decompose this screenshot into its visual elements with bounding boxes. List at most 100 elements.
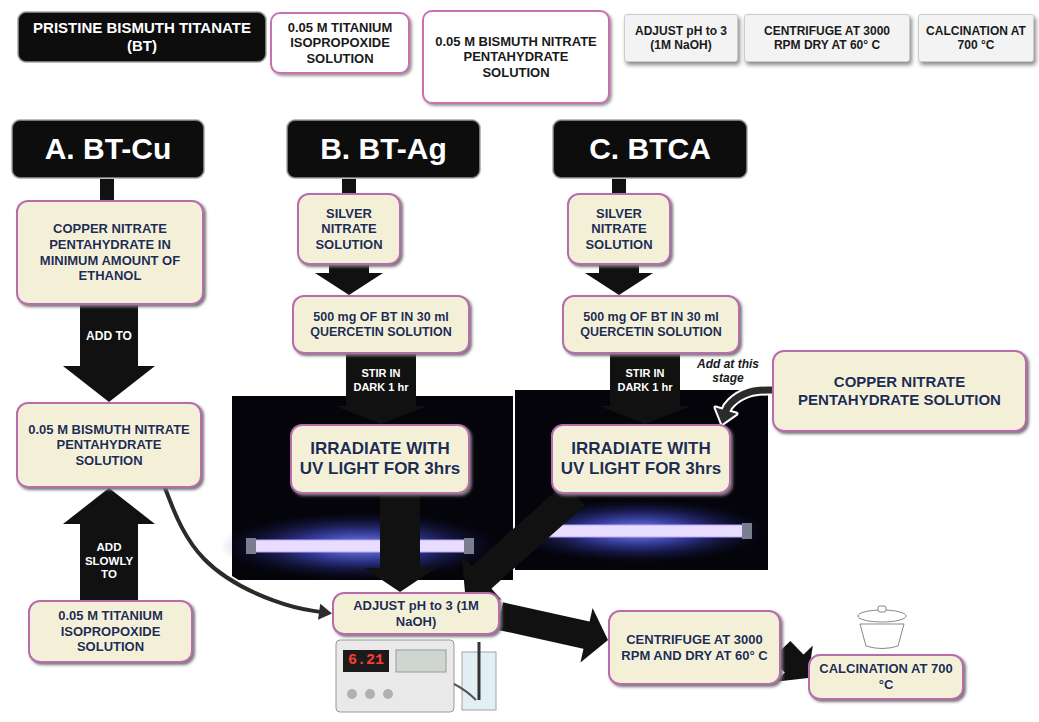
arrowhead-halo [318,604,332,620]
arrowhead [315,273,383,295]
connector [349,178,350,193]
edge-label: ADD SLOWLY TO [82,541,136,582]
node-text: A. BT-Cu [19,131,197,167]
process-box: SILVER NITRATE SOLUTION [567,193,671,265]
ph-probe [478,642,481,700]
meter-display [396,650,446,672]
crucible [860,624,904,649]
solution-box: 0.05 M TITANIUM ISOPROPOXIDE SOLUTION [270,12,410,74]
meter-display [343,650,389,672]
connector [315,265,383,295]
arrowhead [364,568,436,592]
header-box: C. BTCA [553,120,747,178]
header-box: A. BT-Cu [12,120,204,178]
arrowhead [335,406,427,424]
arrowhead [580,608,608,663]
connector-line [80,305,138,367]
connector-line [599,265,639,274]
uv-glow [220,512,500,580]
edge-label: ADD TO [82,329,136,343]
node-text: 0.05 M BISMUTH NITRATE PENTAHYDRATE SOLU… [24,422,194,469]
arrowhead [599,406,691,424]
connector [63,488,155,600]
step-box: CENTRIFUGE AT 3000 RPM DRY AT 60° C [744,14,910,62]
connector-line [726,390,772,412]
arrowhead [318,604,332,620]
node-text: 500 mg OF BT IN 30 ml QUERCETIN SOLUTION [570,310,732,340]
process-box: IRRADIATE WITH UV LIGHT FOR 3hrs [551,424,731,494]
display-reading: 6.21 [343,650,389,672]
node-text: COPPER NITRATE PENTAHYDRATE SOLUTION [780,373,1019,409]
connector-halo [726,390,772,412]
process-box: COPPER NITRATE PENTAHYDRATE SOLUTION [772,350,1027,432]
process-box: CALCINATION AT 700 °C [808,654,964,700]
process-box: 0.05 M BISMUTH NITRATE PENTAHYDRATE SOLU… [16,402,202,488]
connector-line [481,494,575,578]
connector [364,494,436,592]
connector [335,354,427,424]
process-box: IRRADIATE WITH UV LIGHT FOR 3hrs [290,424,470,494]
process-box: ADJUST pH to 3 (1M NaOH) [332,592,500,635]
meter-button [383,689,393,699]
arrowhead [63,366,155,402]
lamp-cap [464,538,474,554]
connector-line [100,178,114,200]
connector-line [165,488,320,612]
node-text: COPPER NITRATE PENTAHYDRATE IN MINIMUM A… [24,221,196,283]
lamp-cap [246,538,256,554]
uv-lamp [250,540,470,552]
process-box: 500 mg OF BT IN 30 ml QUERCETIN SOLUTION [292,295,470,354]
edge-label: STIR IN DARK 1 hr [612,367,678,393]
probe-cable [454,684,476,700]
connector-line [380,494,420,569]
process-box: COPPER NITRATE PENTAHYDRATE IN MINIMUM A… [16,200,204,305]
node-text: 0.05 M BISMUTH NITRATE PENTAHYDRATE SOLU… [430,34,602,81]
ph-meter [336,640,454,712]
node-text: IRRADIATE WITH UV LIGHT FOR 3hrs [298,439,462,480]
connector [107,178,108,200]
edge-label: STIR IN DARK 1 hr [348,367,414,393]
process-box: CENTRIFUGE AT 3000 RPM AND DRY AT 60° C [608,610,781,685]
connector [599,354,691,424]
uv-lamp [528,525,748,537]
node-text: 500 mg OF BT IN 30 ml QUERCETIN SOLUTION [300,310,462,340]
node-text: ADJUST pH to 3 (1M NaOH) [631,24,731,53]
node-text: CALCINATION AT 700 °C [816,661,956,692]
header-box: PRISTINE BISMUTH TITANATE (BT) [18,12,266,62]
connector [585,265,653,295]
node-text: 0.05 M TITANIUM ISOPROPOXIDE SOLUTION [278,20,402,67]
connector-line [612,178,626,193]
node-text: B. BT-Ag [294,131,473,167]
step-box: ADJUST pH to 3 (1M NaOH) [624,14,738,62]
node-text: 0.05 M TITANIUM ISOPROPOXIDE SOLUTION [36,608,185,655]
arrowhead [585,273,653,295]
node-text: CENTRIFUGE AT 3000 RPM DRY AT 60° C [751,24,903,53]
connector [63,305,155,402]
connector-line [781,650,795,664]
connector [165,488,332,620]
connector-line [80,523,138,600]
process-box: 0.05 M TITANIUM ISOPROPOXIDE SOLUTION [28,600,193,663]
dark-panel [232,396,513,580]
process-box: 500 mg OF BT IN 30 ml QUERCETIN SOLUTION [562,295,740,354]
solution-box: 0.05 M BISMUTH NITRATE PENTAHYDRATE SOLU… [422,10,610,104]
meter-button [365,689,375,699]
header-box: B. BT-Ag [287,120,480,178]
node-text: C. BTCA [560,131,740,167]
connector-line [610,354,680,407]
connector [500,608,608,663]
node-text: CALCINATION AT 700 °C [925,24,1027,53]
node-text: IRRADIATE WITH UV LIGHT FOR 3hrs [559,439,723,480]
connector-line [346,354,416,407]
connector [461,494,575,600]
crucible-knob [878,606,886,612]
connector-line [500,616,588,635]
connector-line [329,265,369,274]
step-box: CALCINATION AT 700 °C [918,14,1034,62]
node-text: PRISTINE BISMUTH TITANATE (BT) [25,19,259,55]
node-text: ADJUST pH to 3 (1M NaOH) [340,598,492,629]
connector [619,178,620,193]
node-text: SILVER NITRATE SOLUTION [305,206,393,253]
node-text: CENTRIFUGE AT 3000 RPM AND DRY AT 60° C [616,632,773,663]
edge-label: Add at this stage [688,357,768,386]
